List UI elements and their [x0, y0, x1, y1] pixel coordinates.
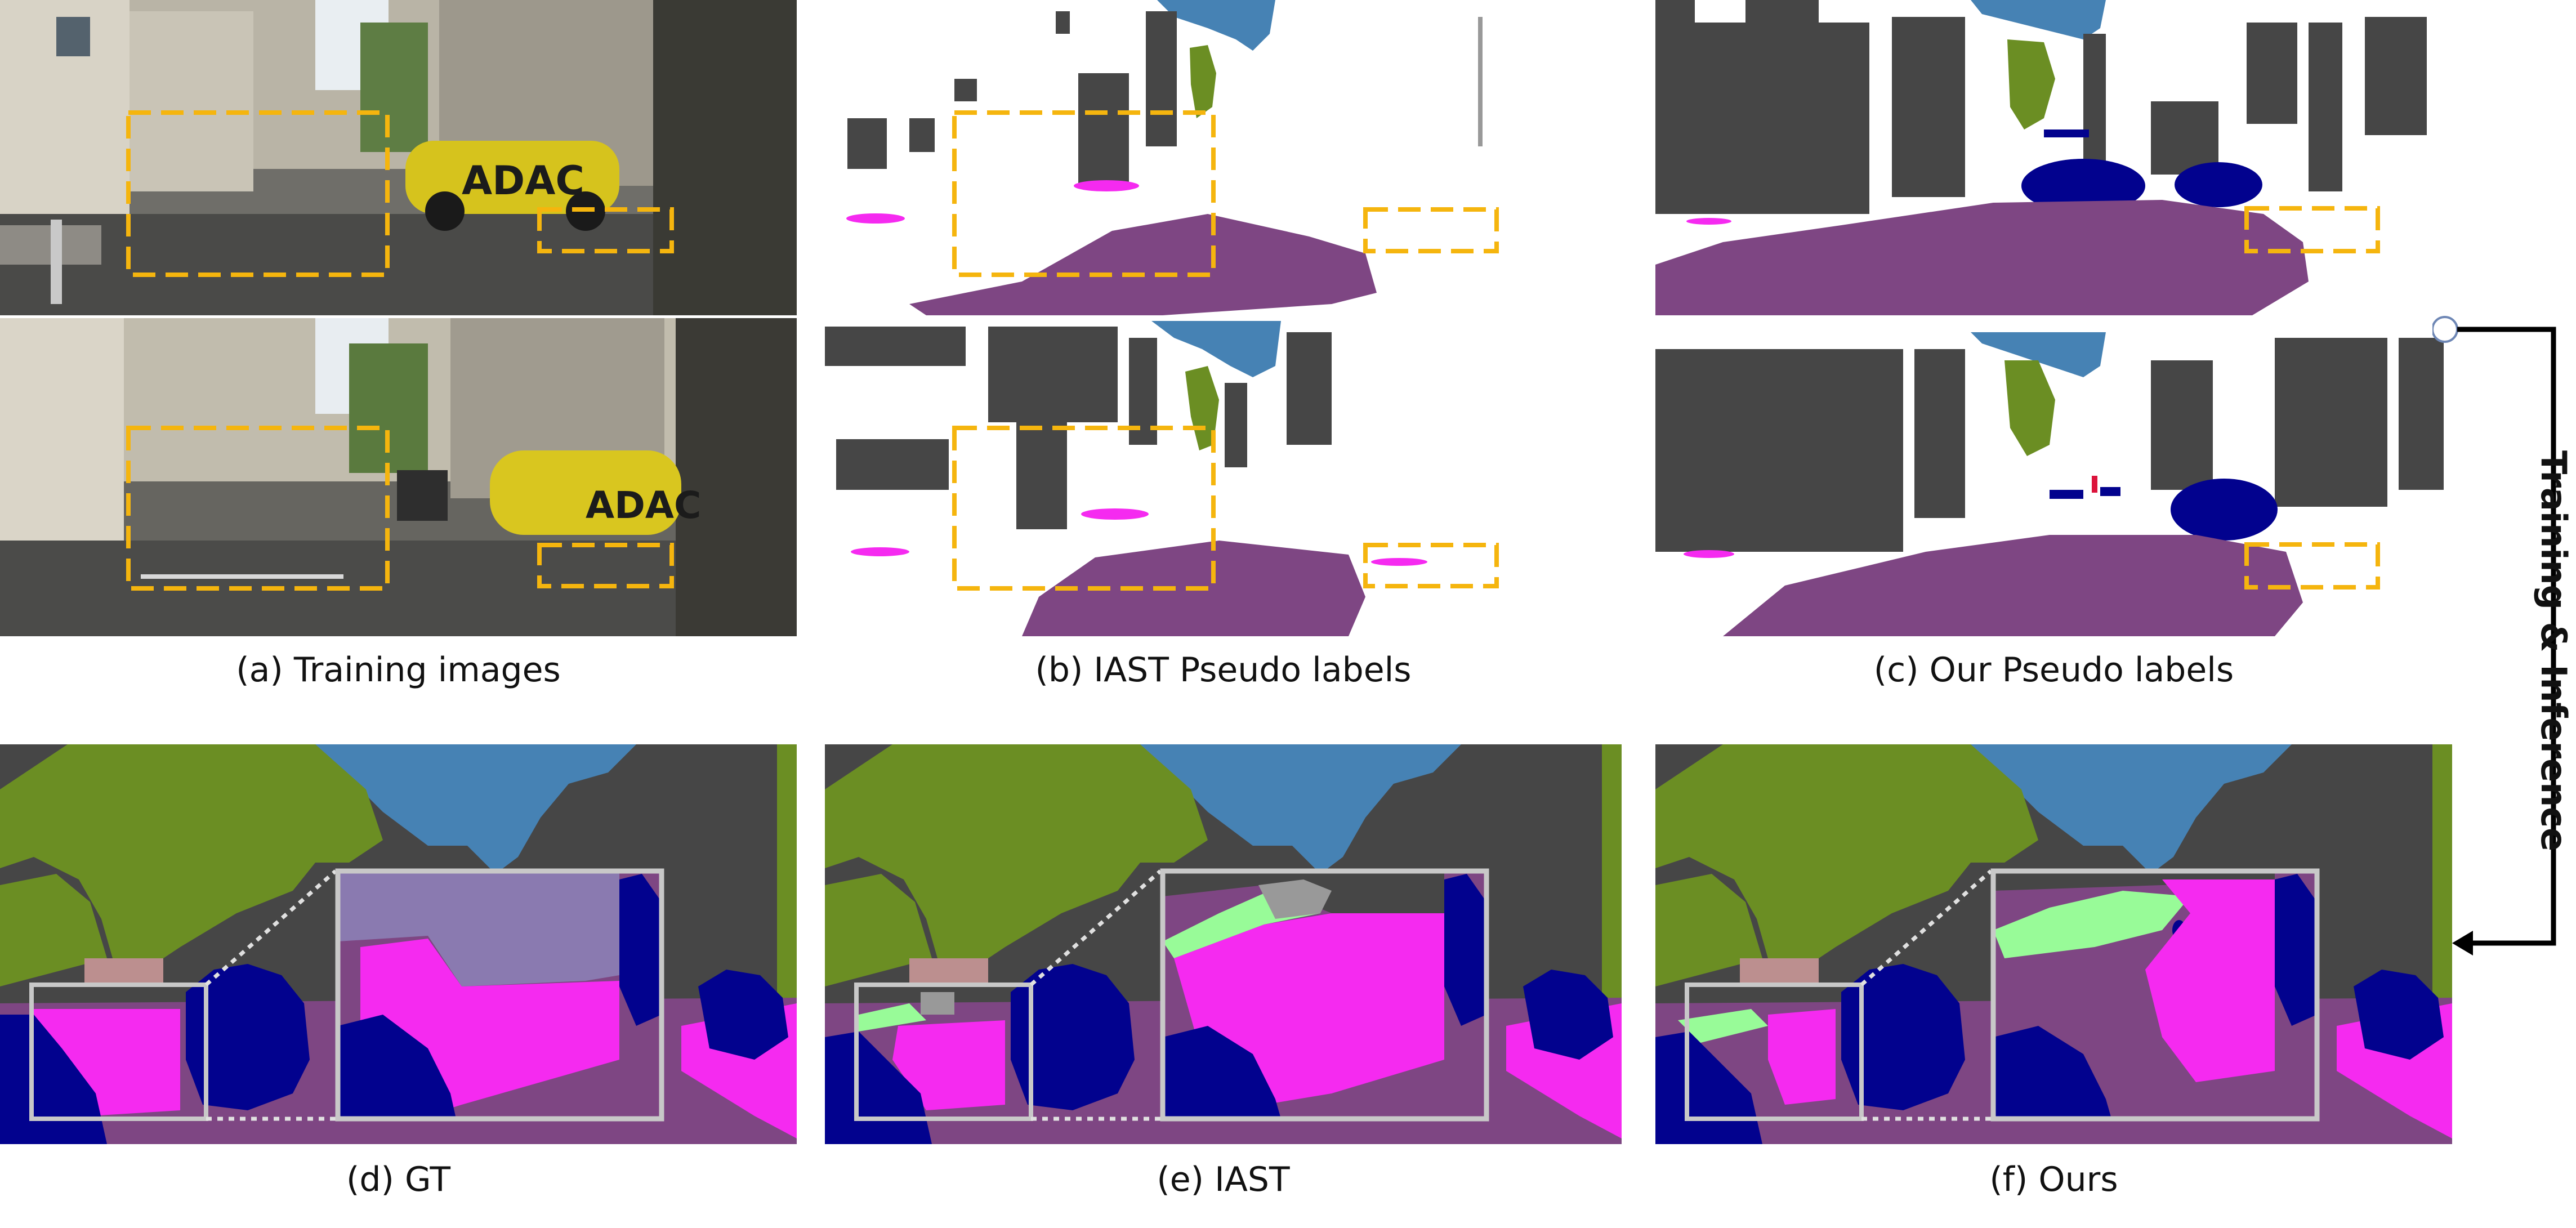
gt-panel	[0, 744, 797, 1144]
caption-d: (d) GT	[346, 1160, 450, 1199]
highlight-box	[537, 207, 674, 253]
zoom-inset	[1990, 868, 2320, 1122]
zoom-source-box	[854, 983, 1033, 1121]
highlight-box	[126, 426, 390, 591]
training-inference-arrow	[2432, 316, 2556, 955]
iast-result-panel	[825, 744, 1622, 1144]
training-inference-label: Training & Inference	[2533, 450, 2574, 852]
our-pseudo-label-top	[1655, 0, 2427, 315]
iast-pseudo-label-top	[846, 0, 1483, 315]
highlight-box	[1363, 543, 1499, 588]
our-pseudo-labels-panel	[1655, 0, 2452, 636]
highlight-box	[2244, 542, 2380, 590]
iast-pseudo-labels-panel	[825, 0, 1622, 636]
ours-result-panel	[1655, 744, 2452, 1144]
zoom-source-box	[1685, 983, 1864, 1121]
caption-c: (c) Our Pseudo labels	[1873, 650, 2234, 690]
caption-a: (a) Training images	[236, 650, 561, 690]
highlight-box	[126, 110, 390, 277]
arrow-head	[2452, 931, 2473, 955]
highlight-box	[537, 543, 674, 588]
caption-b: (b) IAST Pseudo labels	[1035, 650, 1412, 690]
our-pseudo-label-bottom	[1655, 332, 2444, 636]
training-images-svg: ADAC ADAC	[0, 0, 797, 636]
gt-svg	[0, 744, 797, 1144]
caption-f: (f) Ours	[1989, 1160, 2118, 1199]
highlight-box	[1363, 207, 1499, 253]
car-logo-bottom: ADAC	[586, 484, 701, 527]
car-logo-top: ADAC	[462, 158, 584, 204]
training-image-bottom: ADAC	[0, 318, 797, 636]
iast-result-svg	[825, 744, 1622, 1144]
arrow-start-circle	[2432, 316, 2458, 343]
zoom-inset	[335, 868, 664, 1122]
training-images-panel: ADAC ADAC	[0, 0, 797, 636]
our-pseudo-labels-svg	[1655, 0, 2452, 636]
zoom-source-box	[29, 983, 208, 1121]
zoom-inset	[1160, 868, 1489, 1122]
training-image-top: ADAC	[0, 0, 797, 315]
highlight-box	[952, 110, 1216, 277]
ours-result-svg	[1655, 744, 2452, 1144]
arrow-line	[2457, 327, 2556, 946]
highlight-box	[2244, 206, 2380, 253]
highlight-box	[952, 426, 1216, 591]
iast-pseudo-labels-svg	[825, 0, 1622, 636]
caption-e: (e) IAST	[1157, 1160, 1290, 1199]
